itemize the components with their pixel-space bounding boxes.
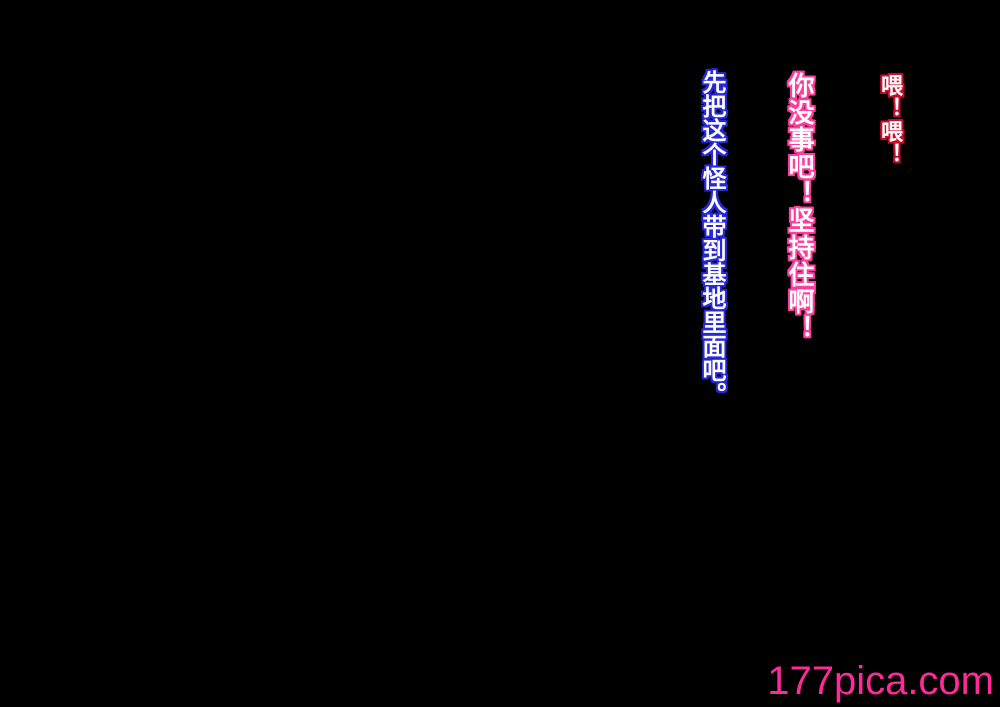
speech-text-hey: 喂！喂！: [877, 74, 902, 166]
speech-text-hold-on: 你没事吧！坚持住啊！: [784, 72, 814, 342]
speech-text-bring-to-base: 先把这个怪人带到基地里面吧。: [698, 70, 726, 406]
site-watermark: 177pica.com: [767, 659, 994, 703]
